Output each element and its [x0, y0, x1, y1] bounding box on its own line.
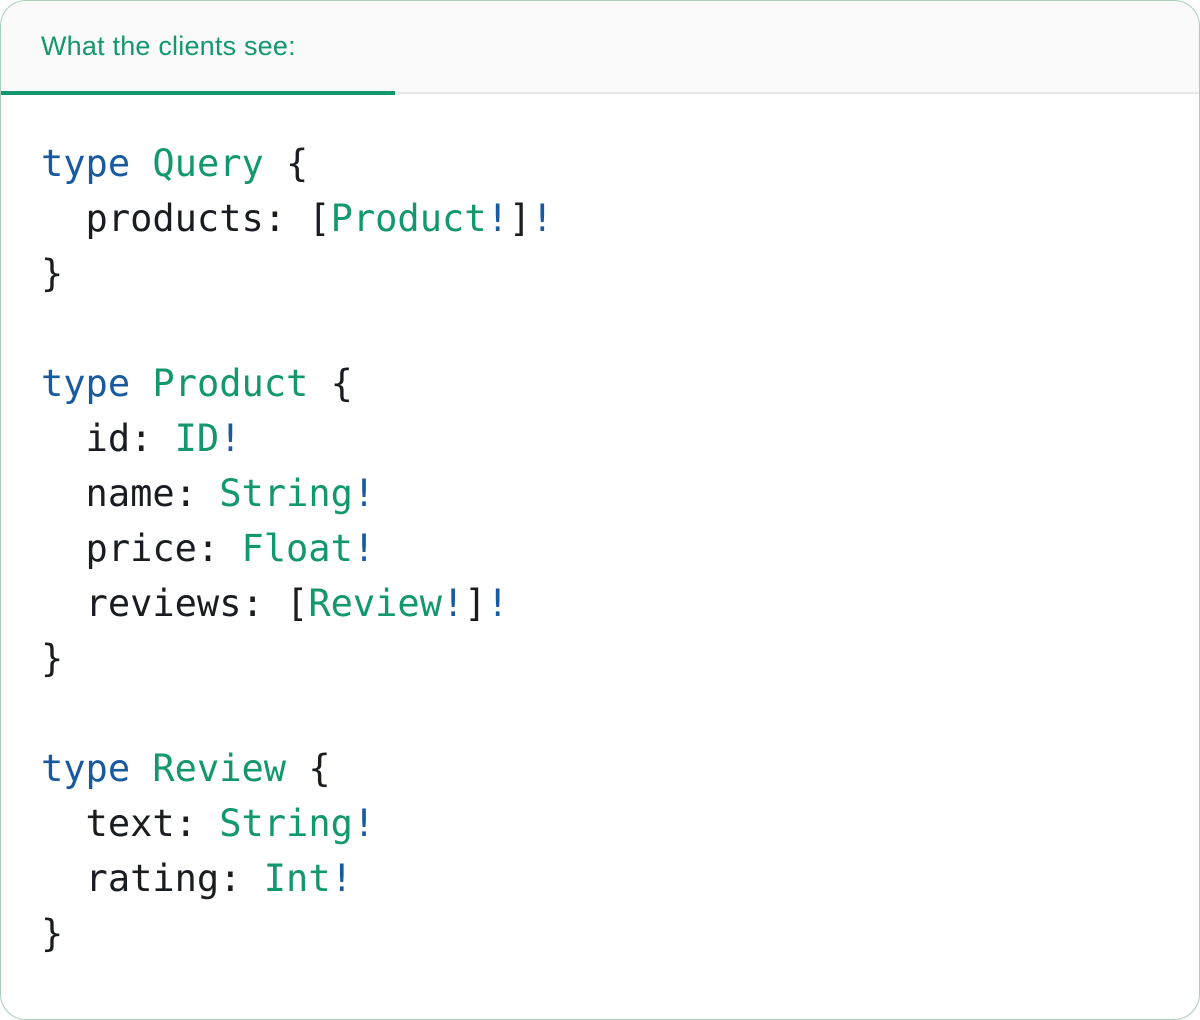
tab-what-clients-see[interactable]: What the clients see:: [41, 31, 296, 61]
code-line: type Product {: [41, 356, 1159, 411]
code-token-type: ID: [174, 417, 220, 460]
code-token-plain: reviews: [: [41, 582, 309, 625]
code-line: [41, 686, 1159, 741]
code-token-bang: !: [330, 857, 353, 900]
code-token-plain: id:: [41, 417, 175, 460]
code-token-plain: {: [286, 747, 331, 790]
code-token-plain: }: [41, 637, 64, 680]
code-line: products: [Product!]!: [41, 191, 1159, 246]
code-token-type: Product: [152, 362, 309, 405]
code-token-plain: }: [41, 252, 64, 295]
code-token-plain: products: [: [41, 197, 331, 240]
code-token-type: Product: [330, 197, 487, 240]
code-line: reviews: [Review!]!: [41, 576, 1159, 631]
code-token-type: Review: [152, 747, 287, 790]
code-token-plain: ]: [508, 197, 532, 240]
code-line: }: [41, 246, 1159, 301]
code-line: [41, 301, 1159, 356]
code-token-type: String: [219, 472, 353, 515]
code-token-bang: !: [441, 582, 465, 625]
code-token-type: Int: [263, 857, 331, 900]
code-token-keyword: type: [41, 362, 131, 405]
code-token-bang: !: [486, 197, 509, 240]
code-line: rating: Int!: [41, 851, 1159, 906]
code-line: }: [41, 631, 1159, 686]
code-token-plain: [130, 142, 152, 185]
code-line: id: ID!: [41, 411, 1159, 466]
code-token-type: Float: [241, 527, 353, 570]
code-token-plain: rating:: [41, 857, 264, 900]
code-token-bang: !: [219, 417, 242, 460]
code-line: type Review {: [41, 741, 1159, 796]
code-token-type: Query: [152, 142, 264, 185]
code-token-bang: !: [486, 582, 509, 625]
code-token-plain: }: [41, 912, 64, 955]
code-block: type Query { products: [Product!]!}type …: [1, 94, 1199, 961]
code-token-type: Review: [308, 582, 442, 625]
code-line: name: String!: [41, 466, 1159, 521]
code-line: }: [41, 906, 1159, 961]
code-token-bang: !: [531, 197, 554, 240]
code-token-plain: [130, 747, 152, 790]
code-token-plain: text:: [41, 802, 220, 845]
card-header: What the clients see:: [1, 1, 1199, 95]
code-token-bang: !: [352, 527, 376, 570]
code-token-type: String: [219, 802, 353, 845]
active-tab-underline: [1, 91, 395, 95]
code-token-plain: name:: [41, 472, 220, 515]
code-token-plain: price:: [41, 527, 242, 570]
code-token-plain: ]: [464, 582, 487, 625]
code-token-plain: [130, 362, 152, 405]
code-token-plain: {: [263, 142, 309, 185]
code-token-bang: !: [352, 802, 376, 845]
code-token-keyword: type: [41, 747, 131, 790]
code-token-plain: {: [308, 362, 353, 405]
code-line: text: String!: [41, 796, 1159, 851]
code-token-keyword: type: [41, 142, 131, 185]
code-token-bang: !: [352, 472, 376, 515]
code-line: price: Float!: [41, 521, 1159, 576]
code-line: type Query {: [41, 136, 1159, 191]
